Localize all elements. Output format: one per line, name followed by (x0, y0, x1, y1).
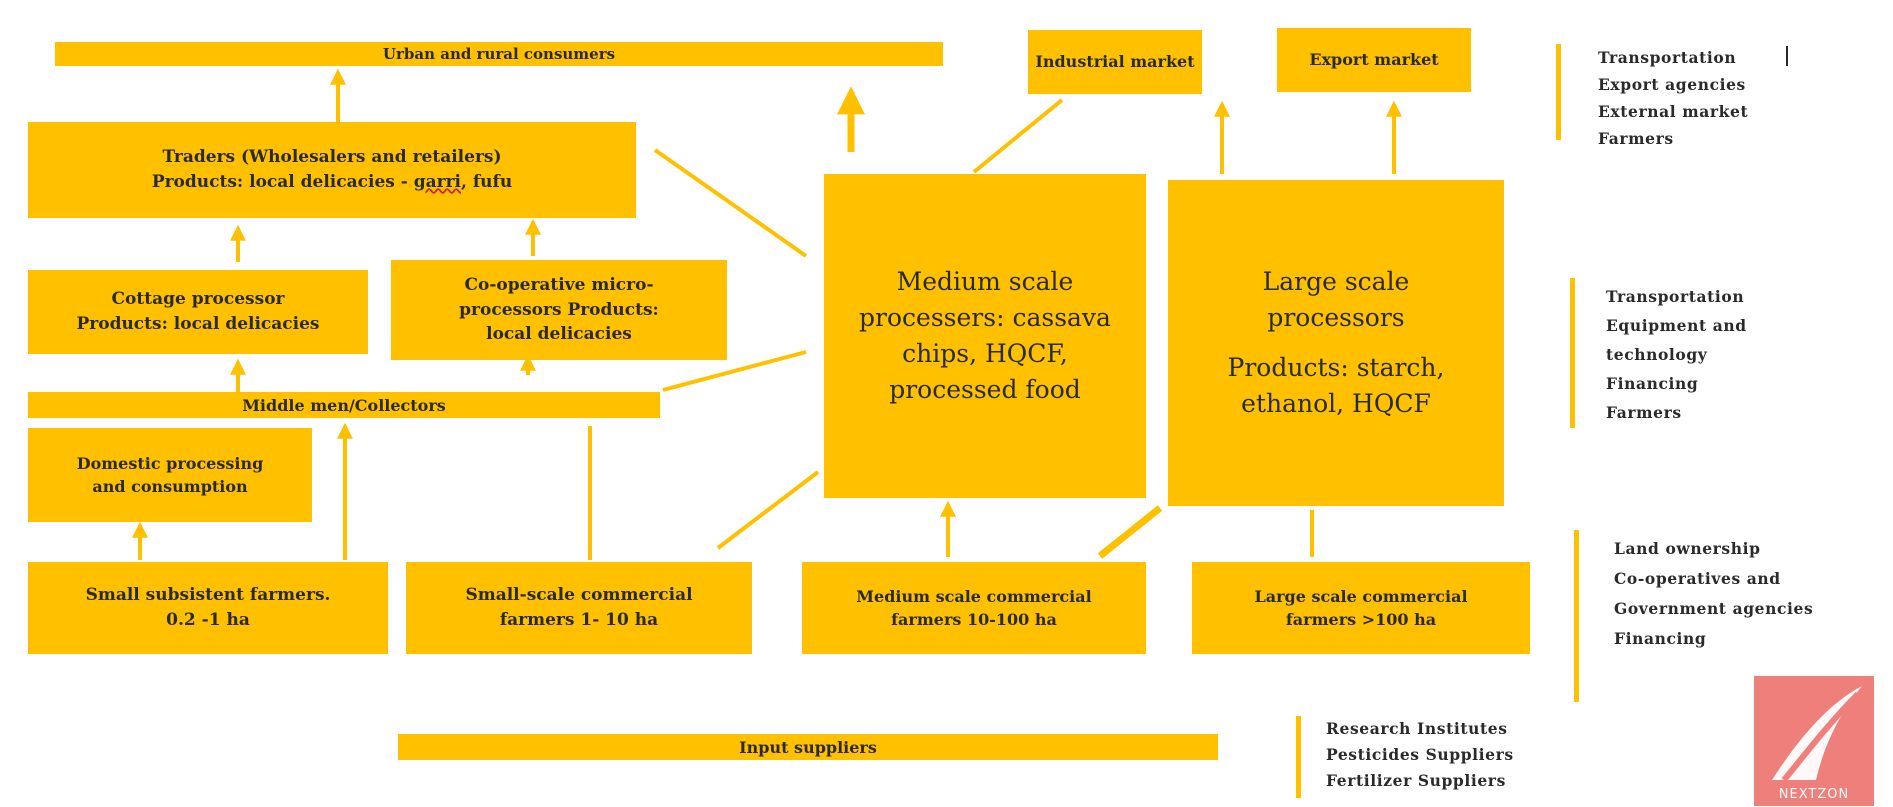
medium-processors-box: Medium scale processers: cassava chips, … (824, 174, 1146, 498)
side-item: Export agencies (1598, 75, 1746, 94)
side-list-group4: Research Institutes Pesticides Suppliers… (1326, 716, 1514, 794)
medium-commercial-farmers-box: Medium scale commercial farmers 10-100 h… (802, 562, 1146, 654)
cottage-line1: Cottage processor (111, 289, 285, 310)
traders-line2-suffix: , fufu (461, 172, 513, 192)
domestic-line1: Domestic processing (76, 453, 264, 473)
coop-line3: local delicacies (486, 324, 632, 345)
traders-box: Traders (Wholesalers and retailers) Prod… (28, 122, 636, 218)
large-commercial-line1: Large scale commercial (1254, 586, 1468, 606)
small-commercial-farmers-box: Small-scale commercial farmers 1- 10 ha (406, 562, 752, 654)
small-subsistent-line2: 0.2 -1 ha (166, 610, 250, 630)
domestic-processing-box: Domestic processing and consumption (28, 428, 312, 522)
line-middlemen-medium (662, 350, 807, 392)
traders-line2-prefix: Products: local delicacies - (151, 172, 414, 192)
side-list-group3: Land ownership Co-operatives and Governm… (1614, 534, 1813, 654)
text-cursor (1786, 46, 1788, 66)
medium-commercial-line1: Medium scale commercial (856, 586, 1092, 606)
nextzon-logo: NEXTZON (1754, 676, 1874, 806)
line-medium-industrial (972, 98, 1064, 174)
coop-line2: processors Products: (459, 299, 659, 320)
side-item: Co-operatives and (1614, 569, 1781, 588)
small-commercial-line1: Small-scale commercial (465, 585, 693, 606)
medium-processors-line1: Medium scale (896, 266, 1074, 296)
small-subsistent-line1: Small subsistent farmers. (85, 585, 331, 606)
traders-line2: Products: local delicacies - garri, fufu (152, 170, 512, 195)
side-list-group1: Transportation Export agencies External … (1598, 44, 1748, 152)
bracket-group2 (1570, 278, 1575, 428)
large-processors-line4: ethanol, HQCF (1241, 389, 1431, 419)
bracket-group3 (1574, 530, 1579, 702)
side-item: Government agencies (1614, 599, 1814, 618)
side-item: technology (1606, 345, 1708, 364)
coop-processors-box: Co-operative micro- processors Products:… (391, 260, 727, 360)
large-processors-box: Large scale processors Products: starch,… (1168, 180, 1504, 506)
logo-swoosh-icon (1772, 686, 1862, 782)
coop-line1: Co-operative micro- (464, 275, 654, 296)
middlemen-label: Middle men/Collectors (242, 395, 446, 415)
large-processors-line2: processors (1267, 302, 1405, 332)
input-suppliers-label: Input suppliers (739, 737, 877, 757)
side-item: Pesticides Suppliers (1326, 745, 1514, 764)
cottage-line2: Products: local delicacies (76, 314, 320, 334)
side-item: Financing (1606, 374, 1699, 393)
cottage-processor-box: Cottage processor Products: local delica… (28, 270, 368, 354)
small-commercial-line2: farmers 1- 10 ha (499, 610, 659, 630)
large-commercial-line2: farmers >100 ha (1285, 610, 1437, 629)
traders-line2-word: garri (413, 172, 461, 192)
consumers-bar: Urban and rural consumers (55, 42, 943, 66)
side-item: Farmers (1598, 129, 1674, 148)
side-item: Research Institutes (1326, 719, 1508, 738)
export-market-box: Export market (1277, 28, 1471, 92)
industrial-market-label: Industrial market (1035, 52, 1195, 72)
bracket-group4 (1296, 716, 1301, 798)
medium-processors-line3: chips, HQCF, (902, 339, 1068, 368)
line-traders-medium (653, 148, 808, 258)
side-item: Farmers (1606, 403, 1682, 422)
side-item: Transportation (1606, 287, 1745, 306)
side-item: Fertilizer Suppliers (1326, 771, 1506, 790)
medium-commercial-line2: farmers 10-100 ha (891, 610, 1057, 629)
medium-processors-line2: processers: cassava (859, 302, 1111, 332)
middlemen-bar: Middle men/Collectors (28, 392, 660, 418)
large-processors-line3: Products: starch, (1227, 353, 1445, 382)
side-item: Transportation (1598, 48, 1737, 67)
logo-text: NEXTZON (1778, 787, 1850, 802)
bracket-group1 (1556, 44, 1561, 140)
side-list-group2: Transportation Equipment and technology … (1606, 282, 1747, 427)
large-processors-line1: Large scale (1262, 266, 1410, 296)
traders-line1: Traders (Wholesalers and retailers) (162, 147, 502, 168)
side-item: Land ownership (1614, 539, 1761, 558)
side-item: Financing (1614, 629, 1707, 648)
line-mediumcomm-large (1097, 505, 1163, 559)
side-item: Equipment and (1606, 316, 1747, 335)
line-smallcomm-medium (716, 470, 820, 550)
input-suppliers-bar: Input suppliers (398, 734, 1218, 760)
side-item: External market (1598, 102, 1749, 121)
small-subsistent-farmers-box: Small subsistent farmers. 0.2 -1 ha (28, 562, 388, 654)
domestic-line2: and consumption (92, 477, 248, 496)
consumers-label: Urban and rural consumers (382, 45, 616, 63)
export-market-label: Export market (1309, 50, 1439, 70)
industrial-market-box: Industrial market (1028, 30, 1202, 94)
medium-processors-line4: processed food (889, 375, 1081, 405)
large-commercial-farmers-box: Large scale commercial farmers >100 ha (1192, 562, 1530, 654)
